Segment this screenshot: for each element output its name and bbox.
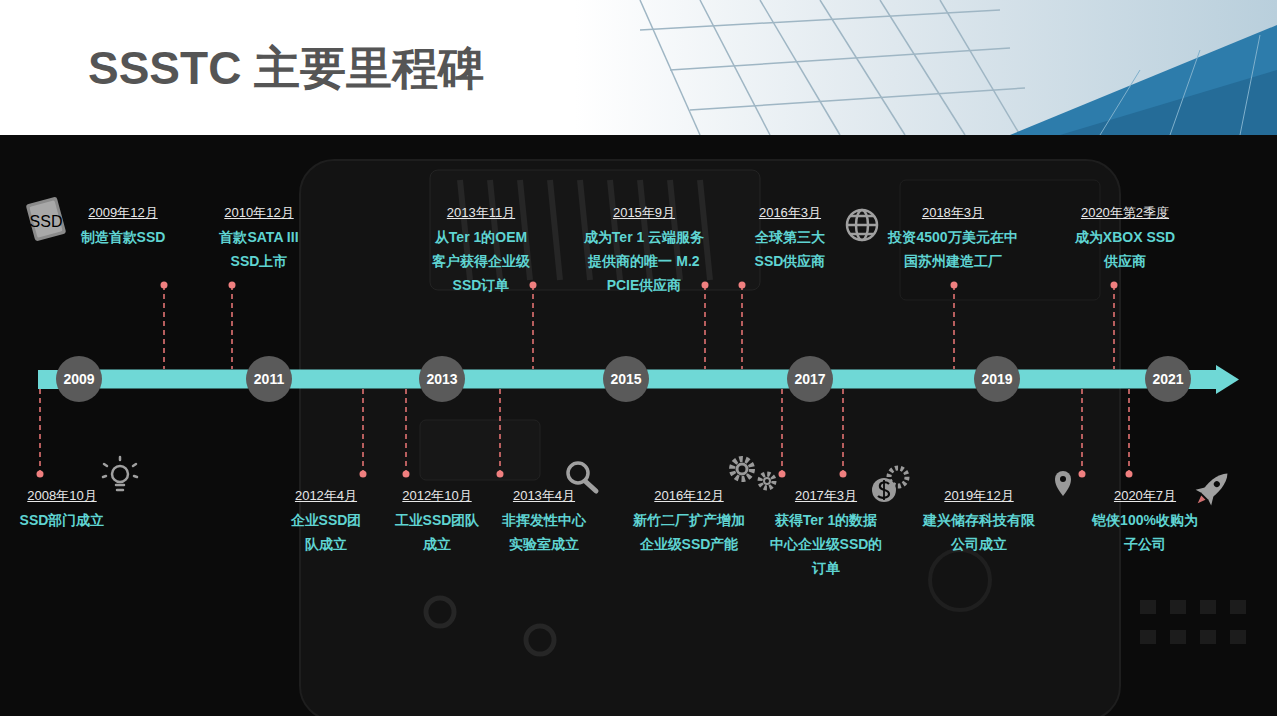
milestone-text: 非挥发性中心 实验室成立 <box>497 508 592 556</box>
timeline-segment <box>647 379 789 380</box>
milestone-text: 首款SATA III SSD上市 <box>212 225 307 273</box>
milestone-date: 2008年10月 <box>27 488 96 504</box>
glass-panel <box>1010 25 1277 135</box>
milestone-text: 建兴储存科技有限 公司成立 <box>917 508 1042 556</box>
year-circle: 2015 <box>603 356 649 402</box>
year-circle: 2013 <box>419 356 465 402</box>
timeline-segment-line <box>100 370 248 389</box>
building-photo <box>640 0 1025 135</box>
milestone-text: 企业SSD团 队成立 <box>284 508 369 556</box>
milestone-text: SSD部门成立 <box>12 508 112 532</box>
glass-grid <box>1100 35 1260 135</box>
milestone-date: 2020年第2季度 <box>1081 205 1169 221</box>
title: SSSTC 主要里程碑 <box>88 38 484 100</box>
glass-panel <box>1060 70 1277 135</box>
timeline-arrowhead <box>1216 365 1239 394</box>
circuit-board-photo <box>300 160 1246 716</box>
milestone-text: 新竹二厂扩产增加 企业级SSD产能 <box>627 508 752 556</box>
year-label: 2015 <box>610 371 641 387</box>
year-label: 2019 <box>981 371 1012 387</box>
milestone-text: 从Ter 1的OEM 客户获得企业级 SSD订单 <box>421 225 541 297</box>
icon-text: SSD <box>30 213 63 231</box>
milestone-date: 2013年4月 <box>513 488 575 504</box>
milestone-date: 2020年7月 <box>1114 488 1176 504</box>
milestone-date: 2012年10月 <box>402 488 471 504</box>
timeline-segment <box>463 379 605 380</box>
ssd-icon <box>26 197 67 242</box>
money-gear-icon <box>872 468 907 502</box>
year-circle: 2009 <box>56 356 102 402</box>
milestone-date: 2017年3月 <box>795 488 857 504</box>
milestone-date: 2018年3月 <box>922 205 984 221</box>
milestone-text: 铠侠100%收购为 子公司 <box>1086 508 1204 556</box>
milestone-text: 成为Ter 1 云端服务 提供商的唯一 M.2 PCIE供应商 <box>578 225 710 297</box>
milestone-text: 制造首款SSD <box>68 225 178 249</box>
milestone-date: 2015年9月 <box>613 205 675 221</box>
timeline-segment <box>831 379 976 380</box>
timeline-segment-line <box>1018 370 1147 389</box>
header-band <box>0 0 1277 135</box>
year-label: 2013 <box>426 371 457 387</box>
globe-icon <box>847 210 877 240</box>
location-pin-icon <box>1055 471 1071 496</box>
milestone-date: 2016年3月 <box>759 205 821 221</box>
leader-dot <box>37 282 1133 478</box>
timeline-segment <box>1018 379 1147 380</box>
year-label: 2017 <box>794 371 825 387</box>
milestone-date: 2010年12月 <box>224 205 293 221</box>
milestone-date: 2019年12月 <box>944 488 1013 504</box>
year-label: 2011 <box>254 371 284 387</box>
timeline-segment-line <box>647 370 789 389</box>
milestone-text: 投资4500万美元在中 国苏州建造工厂 <box>883 225 1023 273</box>
timeline-segment <box>100 379 248 380</box>
rocket-icon <box>1190 466 1235 511</box>
milestone-date: 2012年4月 <box>295 488 357 504</box>
year-circle: 2021 <box>1145 356 1191 402</box>
year-label: 2021 <box>1152 371 1183 387</box>
year-label: 2009 <box>63 371 94 387</box>
milestone-text: 全球第三大 SSD供应商 <box>745 225 835 273</box>
milestone-date: 2013年11月 <box>447 205 515 221</box>
year-circle: 2011 <box>246 356 292 402</box>
leader-line <box>40 285 1129 474</box>
milestone-date: 2016年12月 <box>654 488 723 504</box>
year-circle: 2019 <box>974 356 1020 402</box>
lightbulb-icon <box>103 457 137 490</box>
milestone-text: 获得Ter 1的数据 中心企业级SSD的 订单 <box>765 508 887 580</box>
timeline-segment <box>290 379 421 380</box>
milestone-text: 成为XBOX SSD 供应商 <box>1068 225 1183 273</box>
milestone-date: 2009年12月 <box>88 205 157 221</box>
gears-icon <box>732 459 774 488</box>
year-circle: 2017 <box>787 356 833 402</box>
magnifier-icon <box>568 463 596 491</box>
timeline-segment-line <box>831 370 976 389</box>
timeline-segment-line <box>463 370 605 389</box>
milestone-text: 工业SSD团队 成立 <box>390 508 485 556</box>
timeline-segment-line <box>290 370 421 389</box>
